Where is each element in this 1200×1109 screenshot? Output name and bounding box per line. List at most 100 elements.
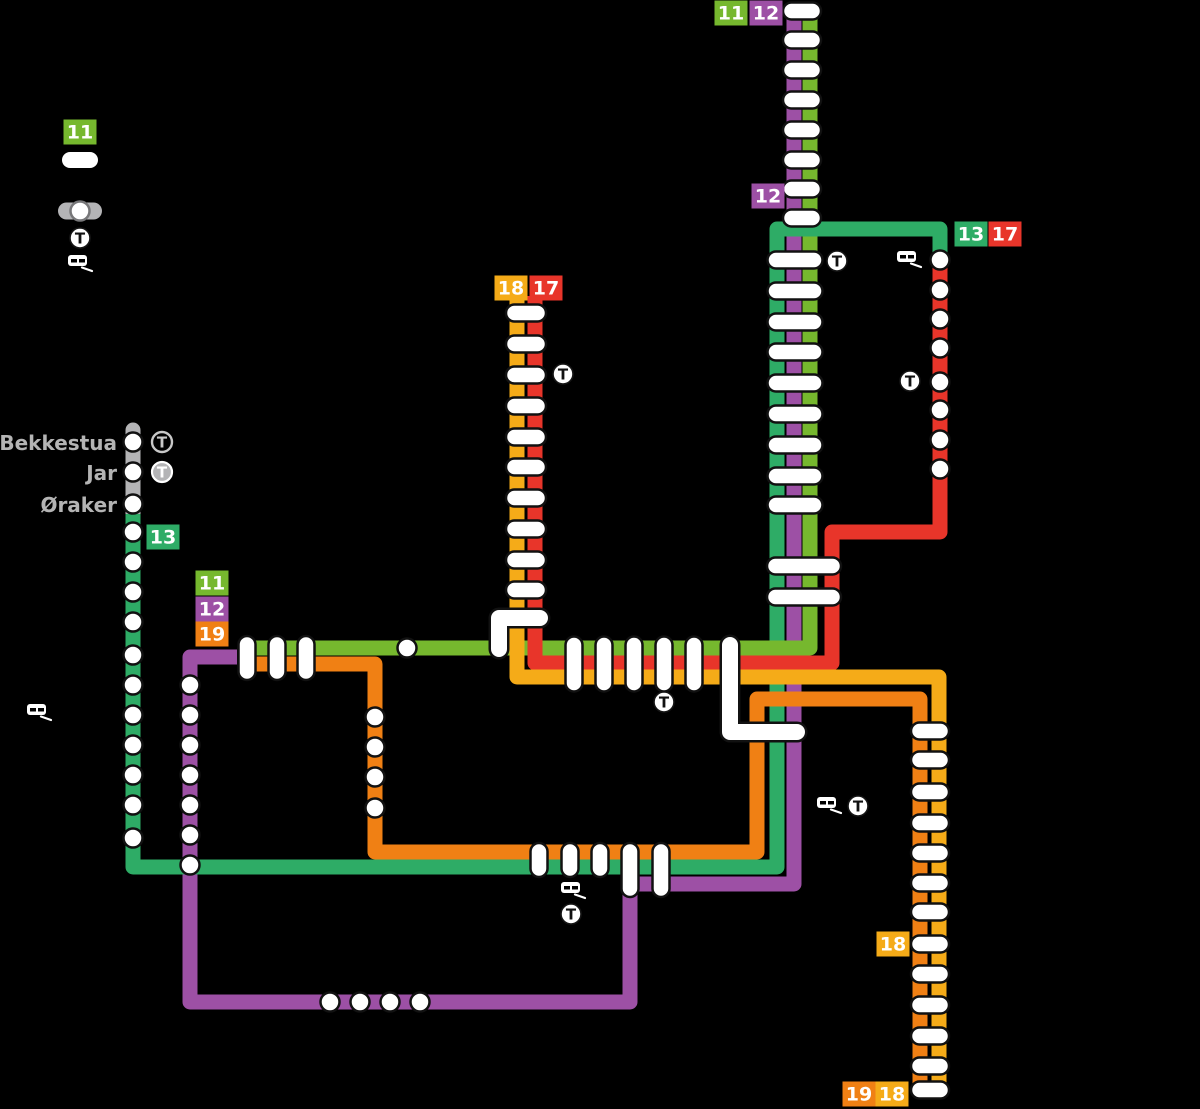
station-pill xyxy=(504,334,548,354)
train-icon-window xyxy=(828,801,834,805)
route-badge-number: 19 xyxy=(199,624,225,646)
station-pill xyxy=(529,841,549,879)
route-badge-number: 11 xyxy=(199,573,225,595)
station-pill xyxy=(504,580,548,600)
station-pill xyxy=(237,634,257,682)
station-pill xyxy=(781,60,823,80)
station-circle xyxy=(122,581,144,603)
station-circle xyxy=(179,854,201,876)
metro-icon-letter: T xyxy=(157,464,168,482)
train-icon xyxy=(897,251,923,269)
station-pill xyxy=(909,782,951,802)
station-pill xyxy=(909,843,951,863)
metro-icon-circle xyxy=(899,370,921,392)
station-circle xyxy=(122,764,144,786)
station-circle xyxy=(929,308,951,330)
train-icon-track xyxy=(573,893,587,900)
station-circle xyxy=(179,794,201,816)
station-pill xyxy=(620,841,640,899)
route-badge-number: 18 xyxy=(880,934,906,956)
station-label--raker: Øraker xyxy=(40,493,117,517)
station-pill xyxy=(504,550,548,570)
station-circle xyxy=(122,674,144,696)
station-label-bekkestua: Bekkestua xyxy=(0,431,117,455)
train-icon-body xyxy=(68,255,87,266)
train-icon-window xyxy=(38,708,44,712)
train-icon-window xyxy=(71,259,77,263)
train-icon-track xyxy=(829,808,843,815)
route-badge-number: 13 xyxy=(958,224,984,246)
station-circle xyxy=(364,706,386,728)
route-badge-number: 13 xyxy=(150,527,176,549)
station-circle xyxy=(319,991,341,1013)
route-badge-number: 11 xyxy=(718,3,744,25)
train-icon xyxy=(561,882,587,900)
station-pill xyxy=(765,587,843,607)
train-icon-window xyxy=(820,801,826,805)
route-badge-18: 18 xyxy=(876,931,910,957)
train-icon-track xyxy=(80,266,94,273)
station-pill xyxy=(781,150,823,170)
route-badge-box xyxy=(195,570,229,596)
station-pill xyxy=(909,934,951,954)
route-badge-box xyxy=(146,524,180,550)
metro-icon-letter: T xyxy=(659,694,670,712)
route-badge-18: 18 xyxy=(494,275,528,301)
route-badge-number: 17 xyxy=(533,278,559,300)
route-badge-13: 13 xyxy=(954,221,988,247)
station-pill xyxy=(504,457,548,477)
station-pill xyxy=(909,813,951,833)
route-badge-12: 12 xyxy=(749,0,783,26)
route-badge-number: 18 xyxy=(879,1084,905,1106)
station-pill xyxy=(766,495,824,515)
station-circle xyxy=(929,458,951,480)
station-pill xyxy=(594,635,614,693)
train-icon-body xyxy=(27,704,46,715)
train-icon-body xyxy=(897,251,916,262)
station-circle xyxy=(122,644,144,666)
route-badge-12: 12 xyxy=(195,596,229,622)
route-badge-box xyxy=(875,1081,909,1107)
station-circle xyxy=(364,736,386,758)
station-pill xyxy=(766,404,824,424)
route-badge-box xyxy=(988,221,1022,247)
train-icon xyxy=(27,704,53,722)
metro-icon: T xyxy=(552,363,574,385)
station-pill xyxy=(296,634,316,682)
station-pill xyxy=(909,1080,951,1100)
route-badge-number: 12 xyxy=(753,3,779,25)
station-circle xyxy=(122,827,144,849)
station-circle xyxy=(409,991,431,1013)
route-badge-number: 17 xyxy=(992,224,1018,246)
train-icon-window xyxy=(30,708,36,712)
station-label-jar: Jar xyxy=(84,461,117,485)
station-pill xyxy=(909,1056,951,1076)
line-19 xyxy=(240,656,928,1094)
station-circle xyxy=(122,461,144,483)
station-circle xyxy=(122,704,144,726)
metro-icon-circle xyxy=(552,363,574,385)
station-circle xyxy=(122,493,144,515)
metro-icon: T xyxy=(150,460,174,484)
station-circle xyxy=(179,764,201,786)
station-circle xyxy=(929,249,951,271)
station-pill xyxy=(564,635,584,693)
station-pill xyxy=(781,30,823,50)
station-pill xyxy=(504,519,548,539)
route-badge-box xyxy=(63,119,97,145)
metro-icon-letter: T xyxy=(905,373,916,391)
station-pill xyxy=(766,435,824,455)
station-circle xyxy=(349,991,371,1013)
route-badge-number: 11 xyxy=(67,122,93,144)
metro-icon: T xyxy=(653,691,675,713)
metro-icon: T xyxy=(826,250,848,272)
metro-icon-letter: T xyxy=(566,906,577,924)
station-pill xyxy=(781,1,823,21)
train-icon xyxy=(68,255,94,273)
corner-station-central xyxy=(722,637,805,740)
station-pill xyxy=(909,995,951,1015)
station-pill xyxy=(766,281,824,301)
route-badge-number: 12 xyxy=(199,599,225,621)
station-circle xyxy=(179,824,201,846)
station-pill xyxy=(766,312,824,332)
